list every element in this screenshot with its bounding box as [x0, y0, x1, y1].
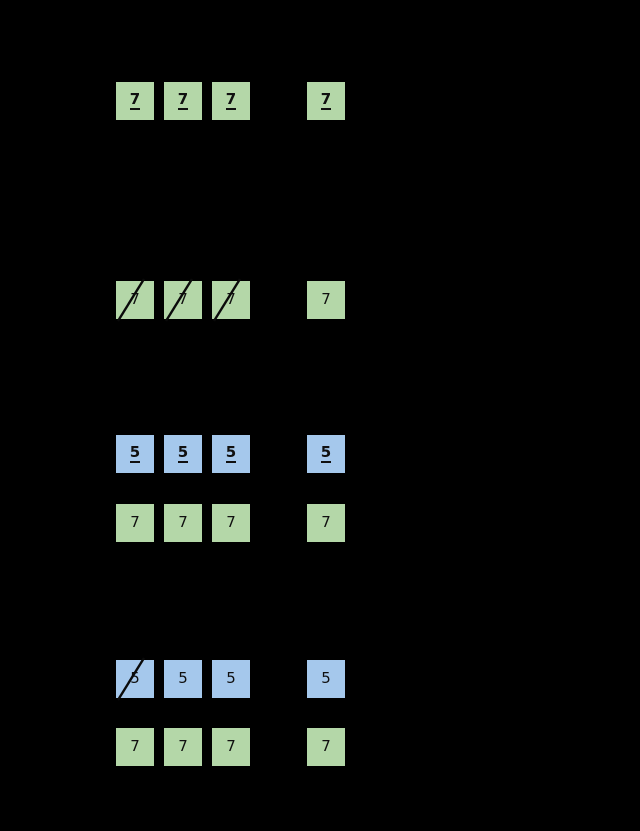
cell-value: 5	[320, 443, 332, 463]
value-cell[interactable]: 7	[164, 278, 202, 322]
value-cell[interactable]: 7	[164, 504, 202, 542]
cell-value: 7	[130, 290, 140, 308]
cell-value: 7	[130, 737, 140, 755]
cell-value: 5	[178, 669, 188, 687]
cell-value: 7	[320, 90, 332, 110]
value-cell[interactable]: 7	[212, 278, 250, 322]
cell-value: 7	[129, 90, 141, 110]
value-cell[interactable]: 7	[307, 504, 345, 542]
cell-value: 5	[177, 443, 189, 463]
value-cell[interactable]: 7	[307, 728, 345, 766]
value-cell[interactable]: 5	[307, 435, 345, 473]
cell-value: 5	[129, 443, 141, 463]
value-cell[interactable]: 7	[164, 728, 202, 766]
cell-value: 7	[226, 290, 236, 308]
cell-value: 5	[226, 669, 236, 687]
value-cell[interactable]: 5	[164, 660, 202, 698]
cell-value: 7	[226, 737, 236, 755]
value-cell[interactable]: 7	[307, 281, 345, 319]
cell-value: 5	[225, 443, 237, 463]
value-cell[interactable]: 5	[212, 435, 250, 473]
value-cell[interactable]: 5	[164, 435, 202, 473]
cell-value: 7	[321, 513, 331, 531]
cell-value: 7	[178, 737, 188, 755]
value-cell[interactable]: 7	[116, 728, 154, 766]
value-cell[interactable]: 5	[116, 435, 154, 473]
cell-value: 7	[226, 513, 236, 531]
value-cell[interactable]: 7	[212, 504, 250, 542]
value-cell[interactable]: 7	[212, 728, 250, 766]
cell-value: 7	[321, 290, 331, 308]
cell-value: 5	[321, 669, 331, 687]
cell-value: 7	[178, 513, 188, 531]
cell-value: 7	[177, 90, 189, 110]
cell-value: 7	[321, 737, 331, 755]
cell-value: 5	[130, 669, 140, 687]
value-cell[interactable]: 7	[116, 504, 154, 542]
value-cell[interactable]: 7	[116, 82, 154, 120]
value-cell[interactable]: 7	[116, 278, 154, 322]
value-cell[interactable]: 7	[212, 82, 250, 120]
cell-value: 7	[130, 513, 140, 531]
cell-value: 7	[225, 90, 237, 110]
value-cell[interactable]: 5	[212, 660, 250, 698]
value-cell[interactable]: 5	[116, 657, 154, 701]
value-cell[interactable]: 7	[307, 82, 345, 120]
value-cell[interactable]: 5	[307, 660, 345, 698]
cell-value: 7	[178, 290, 188, 308]
value-cell[interactable]: 7	[164, 82, 202, 120]
